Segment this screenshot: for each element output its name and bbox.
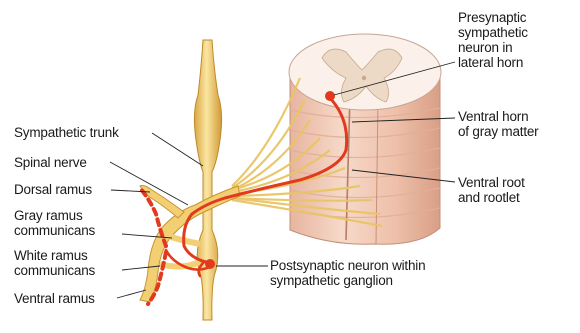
sympathetic-trunk (194, 40, 221, 320)
label-ventral-ramus: Ventral ramus (14, 291, 95, 306)
label-ventral-root: Ventral root and rootlet (458, 175, 525, 205)
label-white-ramus: White ramus communicans (14, 248, 95, 278)
label-presynaptic-neuron: Presynaptic sympathetic neuron in latera… (458, 10, 528, 70)
label-spinal-nerve: Spinal nerve (14, 155, 87, 170)
label-postsynaptic-neuron: Postsynaptic neuron within sympathetic g… (270, 258, 425, 288)
label-ventral-horn: Ventral horn of gray matter (458, 109, 538, 139)
spinal-nerve (140, 186, 240, 303)
label-dorsal-ramus: Dorsal ramus (14, 182, 92, 197)
label-gray-ramus: Gray ramus communicans (14, 208, 95, 238)
label-sympathetic-trunk: Sympathetic trunk (14, 125, 119, 140)
